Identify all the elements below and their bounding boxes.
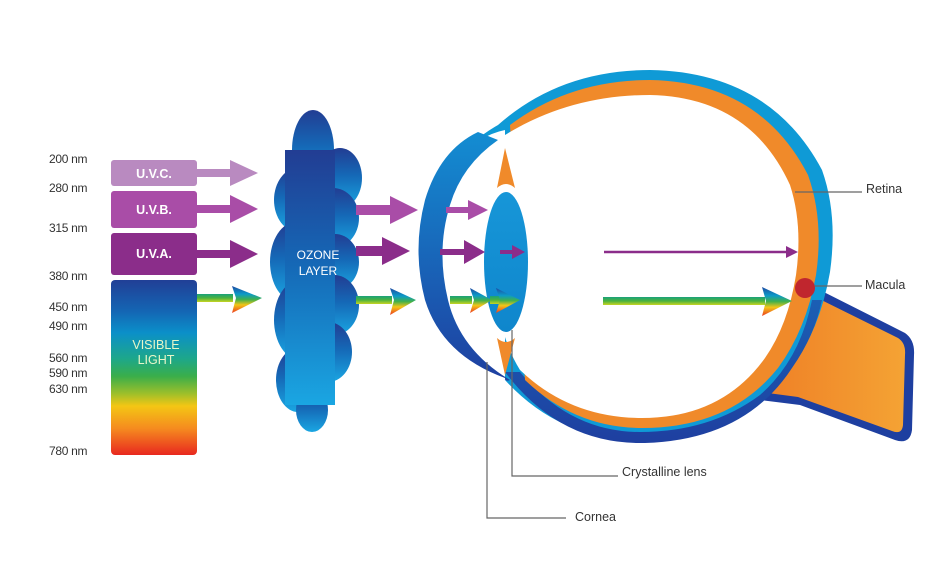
callouts: Retina Macula Crystalline lens Cornea — [486, 182, 905, 524]
sclera-lower — [505, 300, 822, 444]
wavelength-scale: 200 nm 280 nm 315 nm 380 nm 450 nm 490 n… — [49, 152, 88, 458]
visible-ray-head — [390, 288, 416, 315]
crystalline-lens — [484, 192, 528, 332]
visible-arrow-shaft — [197, 294, 233, 302]
visible-lens-head — [496, 288, 520, 313]
post-ozone-rays — [356, 196, 418, 315]
visible-cornea-head — [470, 288, 492, 313]
uva-arrow — [197, 240, 258, 268]
uvc-arrow — [197, 160, 258, 186]
eye — [418, 70, 915, 444]
uva-ray-arrow — [356, 237, 410, 265]
crystalline-lens-label: Crystalline lens — [622, 465, 707, 479]
visible-lens-shaft — [490, 296, 506, 304]
uvc-band: U.V.C. — [111, 160, 258, 186]
vitreous-body — [495, 95, 799, 418]
visible-arrow-head — [232, 286, 262, 313]
uvc-band-label: U.V.C. — [136, 167, 172, 181]
cornea-label: Cornea — [575, 510, 616, 524]
uva-retina-ray-head — [786, 246, 798, 258]
wavelength-label: 380 nm — [49, 269, 88, 283]
uvb-cornea-arrow — [446, 200, 488, 220]
wavelength-label: 490 nm — [49, 319, 88, 333]
wavelength-label: 590 nm — [49, 366, 88, 380]
uva-band: U.V.A. — [111, 233, 258, 275]
wavelength-label: 780 nm — [49, 444, 88, 458]
wavelength-label: 450 nm — [49, 300, 88, 314]
retina-label: Retina — [866, 182, 902, 196]
wavelength-label: 630 nm — [49, 382, 88, 396]
uvb-band-label: U.V.B. — [136, 203, 172, 217]
ozone-label-line1: OZONE — [297, 248, 340, 262]
lens-leader-line — [511, 330, 618, 477]
visible-cornea-shaft — [450, 296, 472, 304]
uva-lens-arrow — [500, 245, 525, 259]
iris-lower — [497, 338, 515, 375]
uvb-band-box — [111, 191, 197, 228]
wavelength-label: 280 nm — [49, 181, 88, 195]
visible-light-label-line1: VISIBLE — [132, 338, 179, 352]
visible-retina-head — [762, 287, 792, 316]
uvb-ray-arrow — [356, 196, 418, 224]
visible-ray-shaft — [356, 296, 392, 304]
wavelength-label: 200 nm — [49, 152, 88, 166]
cornea-leader-line — [486, 362, 566, 519]
wavelength-label: 315 nm — [49, 221, 88, 235]
visible-light-box — [111, 280, 197, 455]
visible-light-label-line2: LIGHT — [138, 353, 175, 367]
macula-label: Macula — [865, 278, 905, 292]
macula-spot — [795, 278, 815, 298]
uvc-band-box — [111, 160, 197, 186]
ozone-label-line2: LAYER — [299, 264, 338, 278]
uva-band-box — [111, 233, 197, 275]
cornea — [418, 132, 510, 381]
ozone-layer: OZONE LAYER — [270, 110, 362, 432]
uvb-arrow — [197, 195, 258, 223]
uva-cornea-arrow — [440, 240, 485, 264]
iris-upper — [497, 148, 515, 188]
visible-light-band: VISIBLE LIGHT — [111, 280, 262, 455]
wavelength-label: 560 nm — [49, 351, 88, 365]
intra-eye-rays — [440, 200, 798, 316]
uva-band-label: U.V.A. — [136, 247, 172, 261]
visible-retina-shaft — [603, 297, 765, 305]
uvb-band: U.V.B. — [111, 191, 258, 228]
